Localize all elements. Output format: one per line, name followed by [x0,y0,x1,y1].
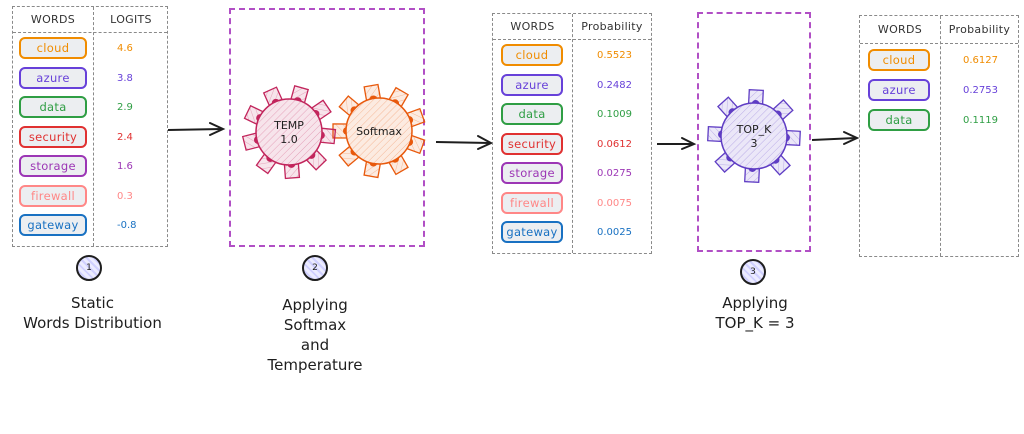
probability-table: WORDS Probability cloud 0.5523 azure 0.2482… [492,13,652,254]
header-logits: LOGITS [110,13,152,26]
top-k-gear-group: TOP_K3 [707,89,801,183]
word-chip-azure: azure [19,66,87,89]
top-k-table: WORDS Probability cloud 0.6127 azure 0.2753… [859,15,1019,257]
step-1-badge: 1 [76,255,102,281]
word-chip-security: security [19,125,87,148]
caption-line: TOP_K = 3 [715,314,795,332]
word-chip-firewall: firewall [19,184,87,207]
value-azure: 0.2482 [597,79,632,91]
caption-line: Applying [722,294,788,312]
word-chip-storage: storage [19,155,87,177]
caption-line: Static [71,294,114,312]
value-security: 0.0612 [597,138,632,150]
header-words: WORDS [510,20,555,33]
gear-label: TEMP [273,119,304,132]
value-azure: 0.2753 [963,85,998,96]
arrow-2 [435,135,494,150]
header-words: WORDS [30,13,76,26]
word-chip-data: data [19,96,87,118]
caption-line: Words Distribution [23,314,162,332]
word-chip-cloud: cloud [19,37,87,59]
value-firewall: 0.0075 [597,197,632,209]
word-chip-storage: storage [501,162,563,184]
gear-label: 1.0 [280,133,298,146]
value-data: 0.1119 [963,115,998,126]
gear-body [720,102,788,170]
step-3-badge: 3 [740,259,766,285]
header-probability: Probability [948,23,1011,36]
gear-label: Softmax [356,125,402,138]
caption-line: Applying [282,296,348,314]
column-divider [940,16,941,256]
value-security: 2.4 [117,131,133,143]
top-k-gear: TOP_K3 [707,89,801,183]
word-chip-gateway: gateway [19,214,87,236]
header-divider [860,43,1018,44]
step-1-caption: Static Words Distribution [0,293,185,333]
caption-line: Softmax [283,316,347,334]
value-firewall: 0.3 [117,190,133,202]
arrow-1 [167,122,226,136]
value-gateway: -0.8 [117,220,137,231]
top-k-stage [697,12,811,252]
header-divider [13,32,167,33]
gear-body [345,97,413,165]
gear-label: TOP_K [736,123,773,136]
softmax-gear: Softmax [332,83,426,179]
step-3-caption: Applying TOP_K = 3 [690,293,820,333]
word-chip-cloud: cloud [868,49,930,71]
word-chip-security: security [501,132,563,155]
value-storage: 0.0275 [597,168,632,179]
caption-line: and [300,336,330,354]
word-chip-gateway: gateway [501,221,563,243]
header-words: WORDS [877,23,923,36]
word-chip-azure: azure [868,79,930,101]
softmax-temperature-stage [229,8,425,247]
caption-line: Temperature [267,356,363,374]
value-data: 2.9 [117,102,133,113]
value-gateway: 0.0025 [597,227,632,238]
logits-table: WORDS LOGITS cloud 4.6 azure 3.8 data 2.9 secu… [12,6,168,247]
word-chip-data: data [868,109,930,131]
arrow-3 [657,137,697,150]
word-chip-azure: azure [501,73,563,96]
value-data: 0.1009 [597,109,632,120]
arrow-4 [811,131,860,145]
value-storage: 1.6 [117,161,133,172]
step-2-badge: 2 [302,255,328,281]
word-chip-firewall: firewall [501,191,563,214]
header-divider [493,39,651,40]
gear-body [255,98,323,166]
value-cloud: 0.5523 [597,50,632,61]
column-divider [93,7,94,246]
step-2-caption: Applying Softmax and Temperature [240,295,390,375]
word-chip-data: data [501,103,563,125]
value-cloud: 4.6 [117,43,133,54]
column-divider [572,14,573,253]
word-chip-cloud: cloud [501,44,563,66]
header-probability: Probability [581,20,643,33]
gear-label: 3 [751,137,758,150]
value-azure: 3.8 [117,72,133,84]
value-cloud: 0.6127 [963,55,998,66]
